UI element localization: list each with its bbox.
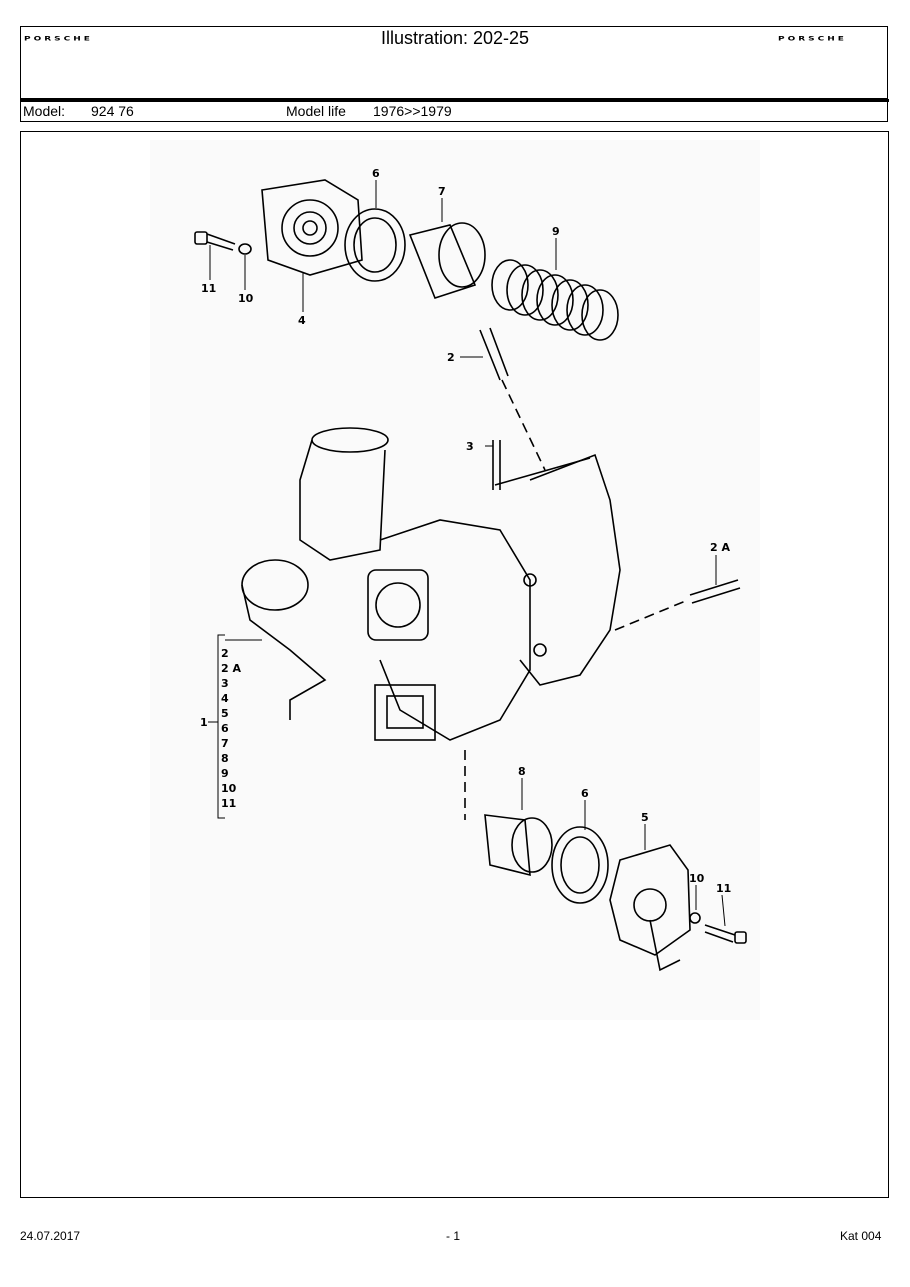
lock-ring-lower-icon — [689, 912, 701, 924]
spring-icon — [491, 259, 619, 341]
callout-9: 9 — [552, 225, 560, 238]
header-box — [20, 26, 888, 99]
assembly-item: 9 — [221, 767, 229, 780]
stud-icon — [479, 327, 509, 381]
callout-4: 4 — [298, 314, 306, 327]
drawing-background — [150, 140, 760, 1020]
bolt-icon — [194, 231, 236, 251]
callout-2: 2 — [447, 351, 455, 364]
illustration-frame — [20, 131, 889, 1198]
turbo-cover-lower-icon — [609, 844, 691, 972]
model-life-label: Model life — [286, 103, 346, 119]
porsche-logo-left: PORSCHE — [24, 36, 93, 43]
callout-5: 5 — [641, 811, 649, 824]
assembly-item: 4 — [221, 692, 229, 705]
footer-date: 24.07.2017 — [20, 1229, 81, 1243]
turbocharger-exploded-view-icon: 11 10 4 6 7 9 2 3 2 A 8 6 5 10 11 1 2 2 … — [194, 167, 747, 972]
sleeve-icon — [408, 222, 486, 299]
stud-2a-icon — [689, 579, 741, 604]
callout-6-bottom: 6 — [581, 787, 589, 800]
footer-catalog: Kat 004 — [840, 1229, 882, 1243]
assembly-item: 10 — [221, 782, 237, 795]
turbo-housing-cover-icon — [261, 179, 363, 276]
sleeve-8-icon — [484, 814, 553, 877]
model-row: Model: 924 76 Model life 1976>>1979 — [20, 102, 888, 122]
gasket-lower-icon — [551, 826, 609, 904]
model-label: Model: — [23, 103, 66, 119]
callout-6-top: 6 — [372, 167, 380, 180]
assembly-item: 8 — [221, 752, 229, 765]
assembly-item: 7 — [221, 737, 229, 750]
callout-11-bottom: 11 — [716, 882, 731, 895]
turbocharger-body-icon — [241, 427, 621, 741]
gasket-icon — [344, 208, 406, 282]
illustration-title: Illustration: 202-25 — [380, 28, 530, 48]
callout-7: 7 — [438, 185, 446, 198]
assembly-item: 2 — [221, 647, 229, 660]
model-life-value: 1976>>1979 — [373, 103, 452, 119]
callout-3: 3 — [466, 440, 474, 453]
assembly-item: 6 — [221, 722, 229, 735]
assembly-item: 11 — [221, 797, 236, 810]
assembly-item: 2 A — [221, 662, 241, 675]
bolt-lower-icon — [704, 924, 747, 944]
callout-2a: 2 A — [710, 541, 730, 554]
stud-3-icon — [492, 440, 501, 490]
callout-10-bottom: 10 — [689, 872, 705, 885]
callout-1: 1 — [200, 716, 208, 729]
model-value: 924 76 — [91, 103, 134, 119]
assembly-item: 3 — [221, 677, 229, 690]
callout-8: 8 — [518, 765, 526, 778]
callout-11-top: 11 — [201, 282, 216, 295]
leader-lines — [208, 180, 726, 927]
callout-10-top: 10 — [238, 292, 254, 305]
porsche-logo-right: PORSCHE — [778, 36, 847, 43]
lock-ring-icon — [238, 243, 252, 255]
assembly-item: 5 — [221, 707, 229, 720]
footer-page-number: - 1 — [446, 1229, 461, 1243]
header-divider — [20, 99, 889, 102]
assembly-list: 2 2 A 3 4 5 6 7 8 9 10 11 — [221, 647, 241, 810]
